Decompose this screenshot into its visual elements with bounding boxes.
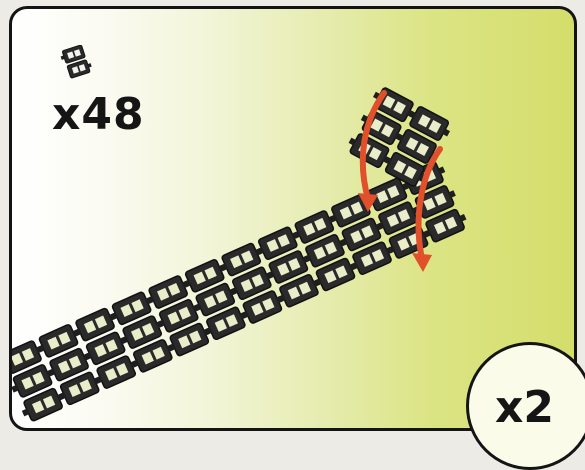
part-count-label: x48 <box>52 93 145 137</box>
track-strip <box>12 159 470 423</box>
track-link-icon <box>56 45 116 85</box>
set-multiplier-label: x2 <box>495 386 554 430</box>
